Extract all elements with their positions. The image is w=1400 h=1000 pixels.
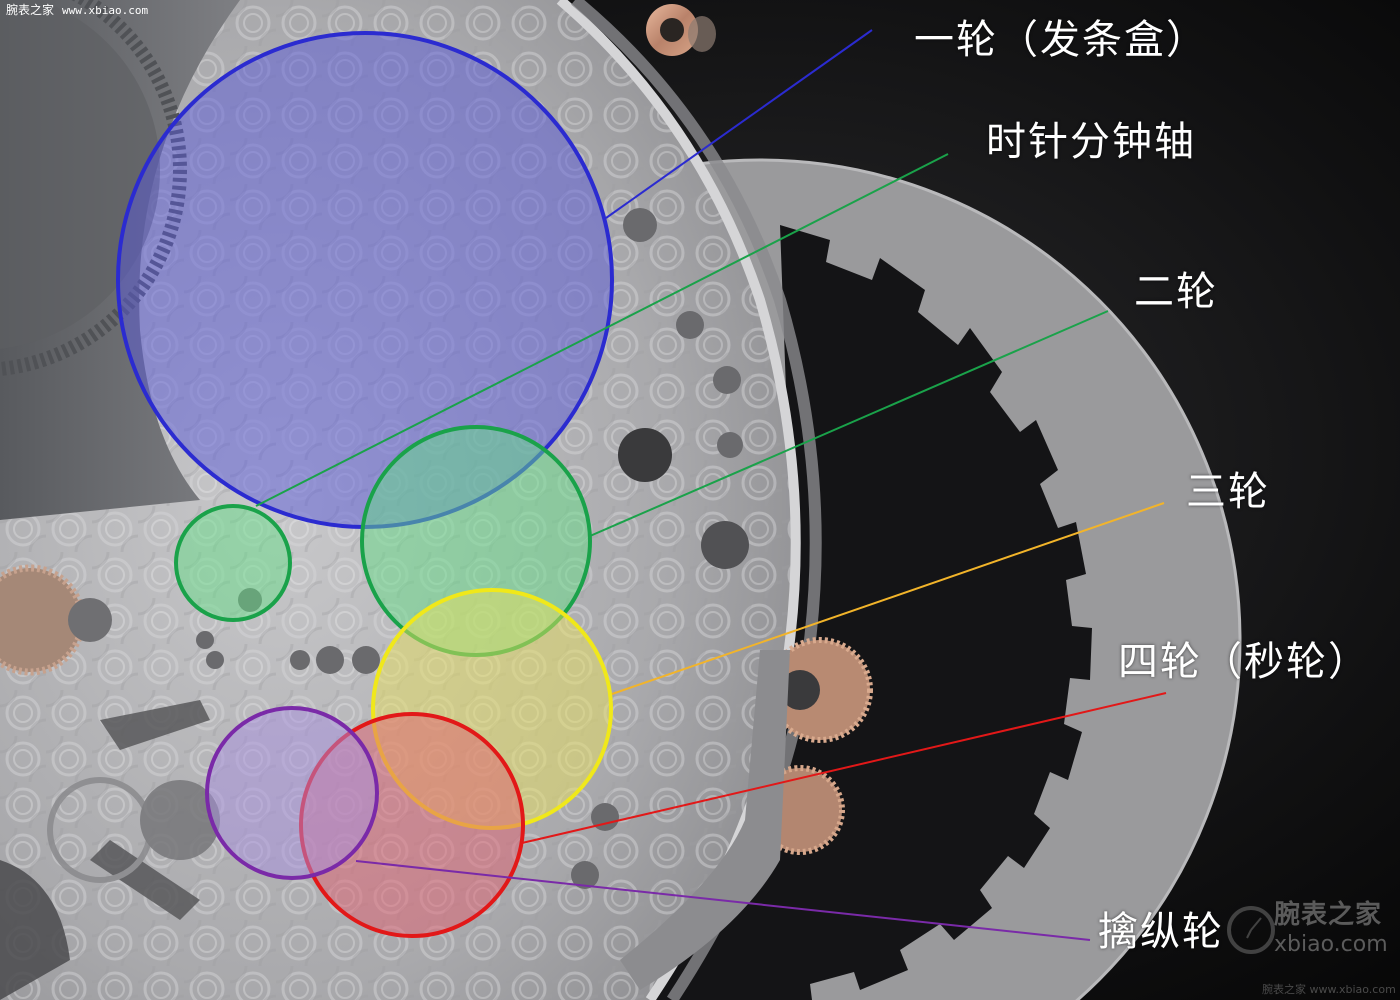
watermark-top-brand: 腕表之家	[6, 3, 55, 17]
barrel-leader-line	[605, 29, 873, 219]
watermark-top-left: 腕表之家 www.xbiao.com	[6, 2, 148, 19]
rose-gold-screw	[646, 4, 716, 56]
fourth-wheel-leader-line	[521, 692, 1167, 844]
escape-wheel-leader-line	[355, 860, 1091, 941]
label-third-wheel: 三轮	[1186, 469, 1270, 515]
label-second-wheel: 二轮	[1134, 269, 1218, 315]
watermark-logo-site: xbiao.com	[1274, 932, 1388, 957]
jewels-and-screws	[196, 208, 749, 889]
watermark-logo: 腕表之家 xbiao.com	[1232, 898, 1400, 962]
hour-minute-arbor-highlight-circle	[174, 504, 292, 622]
label-hour-minute-arbor: 时针分钟轴	[986, 119, 1196, 165]
rose-gold-gears	[620, 637, 873, 990]
annotation-hour-minute-arbor	[174, 153, 949, 622]
third-wheel-leader-line	[611, 502, 1165, 695]
escapement-arms	[0, 700, 220, 1000]
annotation-layer	[116, 29, 1167, 941]
annotation-escape-wheel	[205, 706, 1091, 941]
second-wheel-leader-line	[589, 310, 1109, 537]
rose-gold-wheel-left	[0, 564, 112, 676]
hour-minute-arbor-leader-line	[255, 153, 949, 507]
label-escape-wheel: 擒纵轮	[1098, 909, 1224, 955]
escape-wheel-highlight-circle	[205, 706, 379, 880]
watermark-bottom: 腕表之家 www.xbiao.com	[1262, 983, 1396, 996]
watermark-clock-icon	[1227, 906, 1275, 954]
label-fourth-wheel: 四轮（秒轮）	[1118, 639, 1370, 685]
label-barrel: 一轮（发条盒）	[914, 17, 1208, 63]
watermark-logo-brand: 腕表之家	[1274, 900, 1383, 930]
watermark-top-url: www.xbiao.com	[62, 4, 149, 17]
